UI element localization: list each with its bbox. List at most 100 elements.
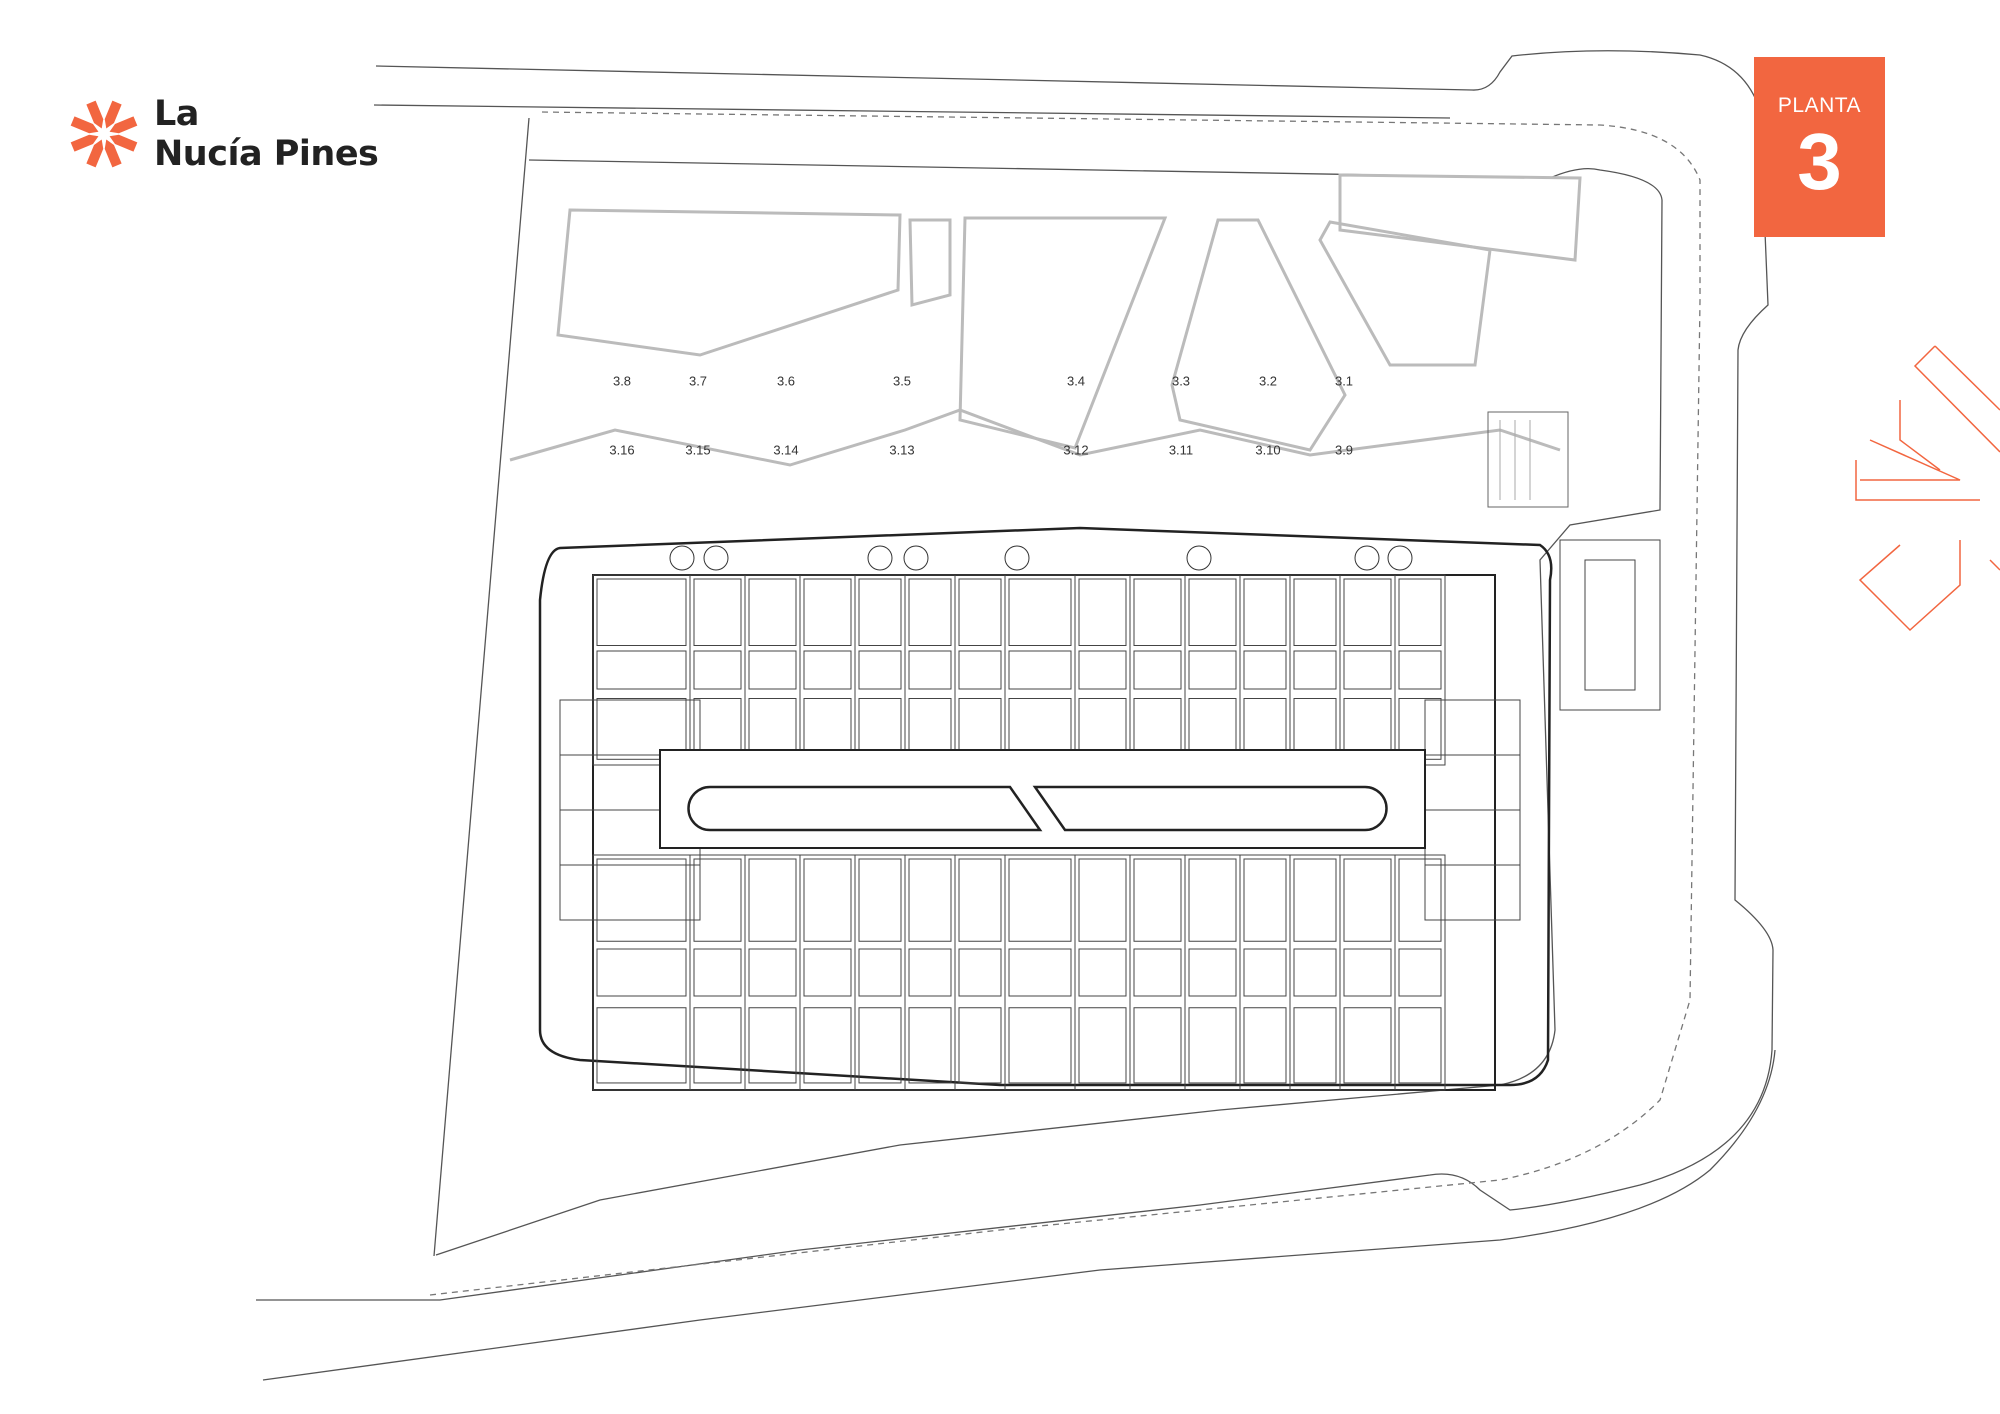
spiral-stair-icon [1186, 545, 1212, 571]
apartment-room [596, 858, 687, 942]
parking-space-label: 3.2 [1258, 373, 1278, 389]
logo-burst-icon [70, 100, 138, 168]
parking-space-label: 3.9 [1334, 442, 1354, 458]
apartment-room [1398, 948, 1442, 997]
apartment-room [1188, 948, 1237, 997]
apartment-room [1398, 650, 1442, 690]
spiral-stair-icon [1387, 545, 1413, 571]
apartment-room [799, 574, 856, 766]
apartment-room [858, 948, 902, 997]
apartment-room [1424, 699, 1521, 756]
apartment-room [1398, 1007, 1442, 1084]
parking-space-label: 3.6 [776, 373, 796, 389]
apartment-room [1074, 854, 1131, 1091]
apartment-room [748, 1007, 797, 1084]
parking-space-label: 3.10 [1255, 442, 1281, 458]
apartment-room [1133, 948, 1182, 997]
apartment-room [1243, 650, 1287, 690]
apartment-room [689, 854, 746, 1091]
apartment-room [958, 858, 1002, 942]
apartment-room [858, 1007, 902, 1084]
apartment-room [748, 948, 797, 997]
apartment-room [1239, 854, 1291, 1091]
parking-space-label: 3.16 [609, 442, 635, 458]
apartment-room [1184, 854, 1241, 1091]
building [538, 526, 1553, 1091]
apartment-room [1289, 574, 1341, 766]
apartment-room [1078, 578, 1127, 646]
apartment-room [1188, 578, 1237, 646]
apartment-room [748, 650, 797, 690]
apartment-room [803, 650, 852, 690]
courtyard-east [1032, 785, 1388, 832]
apartment-room [1133, 1007, 1182, 1084]
spiral-stair-icon [703, 545, 729, 571]
spiral-stair-icon [669, 545, 695, 571]
apartment-room [908, 650, 952, 690]
parking-space-label: 3.3 [1171, 373, 1191, 389]
apartment-room [958, 650, 1002, 690]
apartment-room [1424, 864, 1521, 921]
apartment-room [1078, 1007, 1127, 1084]
apartment-room [958, 948, 1002, 997]
apartment-room [1289, 854, 1341, 1091]
apartment-room [1188, 858, 1237, 942]
apartment-room [1243, 858, 1287, 942]
apartment-room [954, 854, 1006, 1091]
apartment-room [1004, 854, 1076, 1091]
parking-space-label: 3.12 [1063, 442, 1089, 458]
apartment-room [1243, 948, 1287, 997]
apartment-room [559, 699, 701, 756]
apartment-room [693, 858, 742, 942]
apartment-room [1398, 578, 1442, 646]
apartment-room [854, 574, 906, 766]
brand-logo: La Nucía Pines [68, 94, 379, 174]
apartment-room [1074, 574, 1131, 766]
apartment-room [1188, 1007, 1237, 1084]
apartment-room [1343, 578, 1392, 646]
apartment-room [858, 858, 902, 942]
parking-islands [509, 173, 1582, 467]
apartment-room [1008, 948, 1072, 997]
apartment-room [592, 574, 691, 766]
apartment-room [1398, 858, 1442, 942]
floor-badge: PLANTA 3 [1754, 57, 1885, 237]
parking-space-label: 3.14 [773, 442, 799, 458]
parking-space-label: 3.4 [1066, 373, 1086, 389]
parking-space-label: 3.8 [612, 373, 632, 389]
brand-name-line2: Nucía Pines [154, 134, 379, 174]
floor-badge-number: 3 [1797, 117, 1842, 206]
spiral-stair-icon [867, 545, 893, 571]
apartment-room [1424, 809, 1521, 866]
apartment-room [1243, 578, 1287, 646]
apartment-room [1343, 650, 1392, 690]
apartment-room [908, 948, 952, 997]
apartment-room [1008, 578, 1072, 646]
apartment-room [1293, 948, 1337, 997]
apartment-room [1293, 858, 1337, 942]
apartment-room [1008, 650, 1072, 690]
apartment-room [1293, 1007, 1337, 1084]
apartment-room [1339, 574, 1396, 766]
apartment-room [1188, 650, 1237, 690]
apartment-room [1133, 650, 1182, 690]
apartment-room [596, 948, 687, 997]
parking-space-label: 3.7 [688, 373, 708, 389]
apartment-room [693, 1007, 742, 1084]
parking-space-label: 3.15 [685, 442, 711, 458]
site-roads [256, 50, 1776, 1381]
apartment-room [1078, 948, 1127, 997]
parking-space-label: 3.5 [892, 373, 912, 389]
apartment-room [1078, 858, 1127, 942]
courtyard-west [687, 785, 1043, 832]
apartment-room [858, 650, 902, 690]
apartment-room [908, 858, 952, 942]
decorative-logo-mark [1855, 345, 2000, 632]
apartment-room [1133, 858, 1182, 942]
apartment-room [744, 854, 801, 1091]
apartment-room [693, 650, 742, 690]
apartment-room [1078, 650, 1127, 690]
apartment-room [559, 864, 701, 921]
floor-badge-label: PLANTA [1777, 94, 1862, 117]
apartment-room [1339, 854, 1396, 1091]
